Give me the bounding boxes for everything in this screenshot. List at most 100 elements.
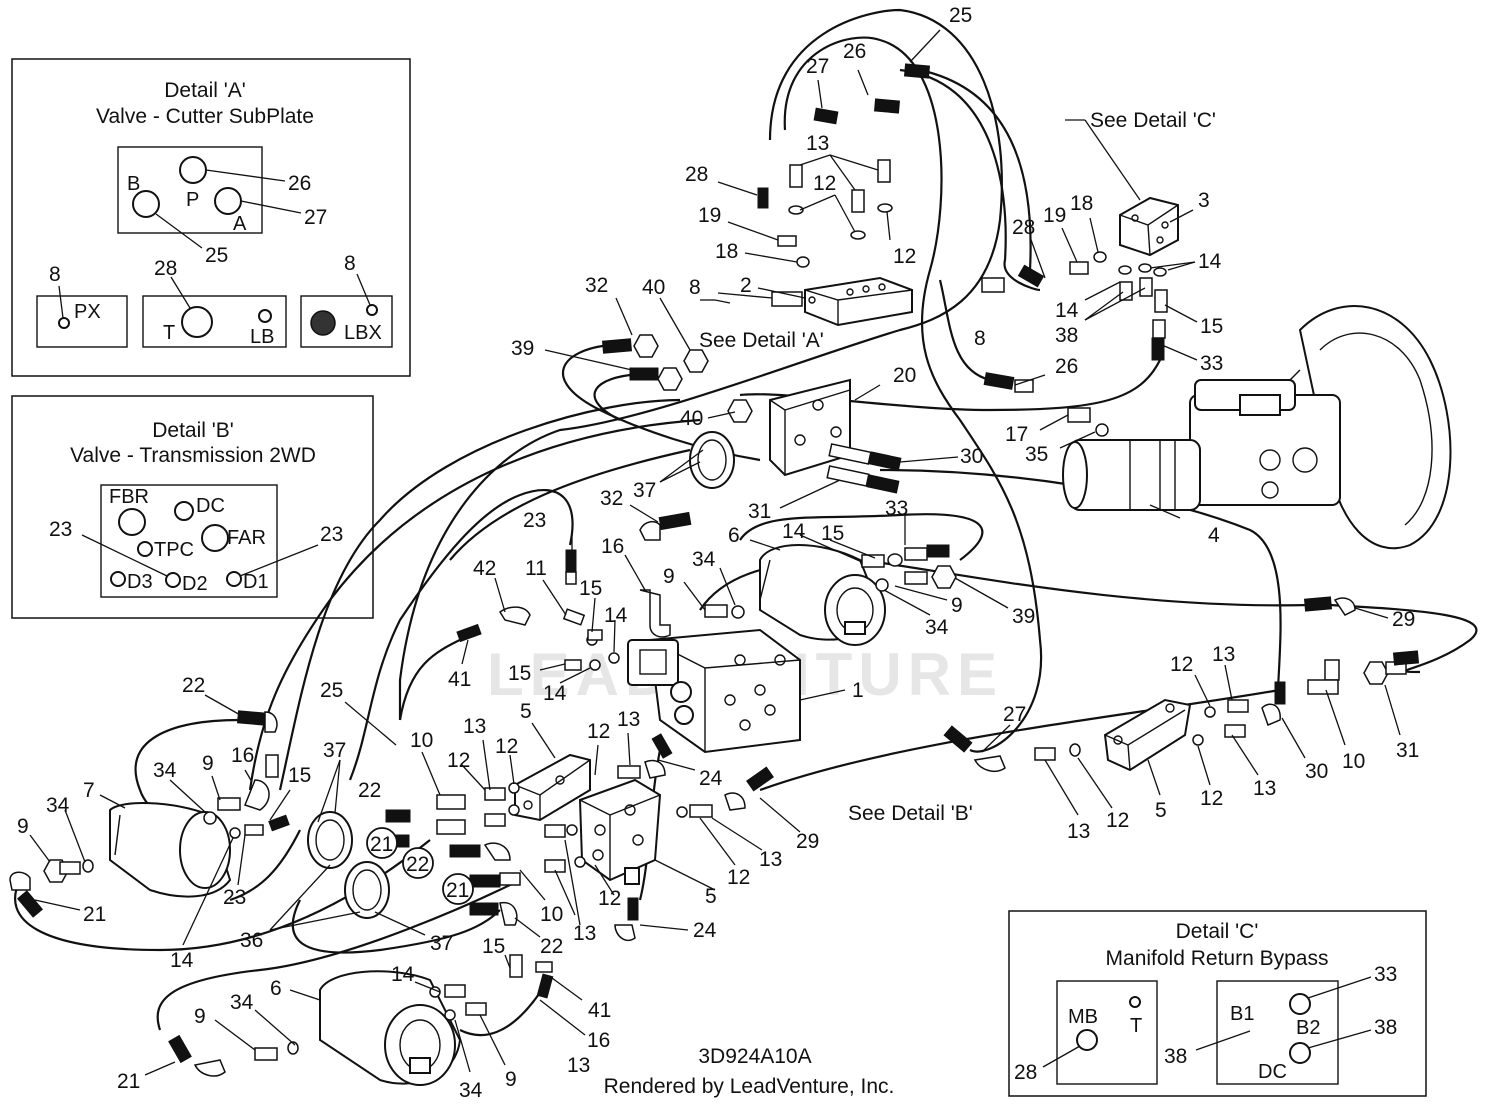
callout: 39 [1012,605,1035,628]
callout: 37 [430,932,453,955]
see-detail-a-note: See Detail 'A' [699,329,824,352]
callout: 12 [495,735,518,758]
callout: 6 [728,524,740,547]
callout: 12 [1106,809,1129,832]
port-t: T [163,322,175,344]
callout: 30 [960,445,983,468]
callout: 25 [320,679,343,702]
callout: 5 [705,885,717,908]
callout: 31 [748,500,771,523]
callout: 10 [1342,750,1365,773]
callout: 10 [410,729,433,752]
port-d2: D2 [182,573,208,595]
callout: 13 [759,848,782,871]
callout: 5 [1155,799,1167,822]
port-px: PX [74,301,101,323]
callout: 21 [370,833,393,856]
callout: 33 [1200,352,1223,375]
callout: 14 [1198,250,1222,273]
callout: 41 [588,999,611,1022]
callout: 27 [806,55,829,78]
drawing-id: 3D924A10A [698,1045,811,1068]
port-t: T [1130,1015,1142,1037]
callout: 38 [1164,1045,1187,1068]
callout: 15 [579,577,602,600]
port-fbr: FBR [109,486,149,508]
callout: 9 [202,752,214,775]
callout: 5 [520,700,532,723]
callout: 13 [1253,777,1276,800]
circled-markers [366,827,474,905]
callout: 16 [587,1029,610,1052]
callout: 12 [447,749,470,772]
callout: 27 [1003,703,1026,726]
callout: 12 [587,720,610,743]
port-tpc: TPC [154,539,194,561]
callout: 28 [685,163,708,186]
callout: 9 [17,815,29,838]
callout: 32 [585,274,608,297]
callout: 28 [154,257,177,280]
callout: 14 [391,963,415,986]
callout: 8 [344,252,356,275]
callout: 39 [511,337,534,360]
callout: 29 [796,830,819,853]
callout: 41 [448,668,471,691]
callout: 15 [288,764,311,787]
callout: 13 [567,1054,590,1077]
callout: 20 [893,364,916,387]
callout: 19 [698,204,721,227]
callout: 26 [843,40,866,63]
callout: 40 [680,407,703,430]
port-d1: D1 [243,571,269,593]
callout: 16 [601,535,624,558]
callout: 9 [951,594,963,617]
detail-c-title: Detail 'C' [1176,920,1259,943]
callout: 23 [523,509,546,532]
callout: 34 [153,759,177,782]
port-lb: LB [250,326,274,348]
callout: 14 [1055,299,1079,322]
callout: 37 [323,739,346,762]
callout: 34 [230,991,254,1014]
callout: 14 [782,520,806,543]
callout: 8 [974,327,986,350]
callout: 38 [1374,1016,1397,1039]
callout: 37 [633,479,656,502]
callout: 15 [821,522,844,545]
port-dc: DC [196,495,225,517]
port-b2: B2 [1296,1017,1320,1039]
callout: 34 [692,548,716,571]
gear-pump-upper [759,544,886,646]
callout: 26 [288,172,311,195]
callout: 10 [540,903,563,926]
callout: 27 [304,206,327,229]
callout: 14 [170,949,194,972]
callout: 17 [1005,423,1028,446]
flow-valve-center [578,778,662,885]
callout: 21 [117,1070,140,1093]
callout: 33 [1374,963,1397,986]
detail-c-subtitle: Manifold Return Bypass [1106,947,1329,970]
callout: 8 [49,263,61,286]
callout: 8 [689,276,701,299]
callout: 1 [852,679,864,702]
callout: 14 [543,682,567,705]
port-d3: D3 [127,571,153,593]
callout: 22 [182,674,205,697]
callout: 13 [1067,820,1090,843]
port-dc: DC [1258,1061,1287,1083]
see-detail-c-note: See Detail 'C' [1090,109,1216,132]
detail-a-title: Detail 'A' [164,79,246,102]
callout: 12 [598,887,621,910]
components [109,196,1452,1086]
callout: 32 [600,487,623,510]
callout: 28 [1012,216,1035,239]
callout: 33 [885,497,908,520]
hydraulic-pump-assembly [1062,305,1452,550]
detail-b-box: Detail 'B' Valve - Transmission 2WD FBR … [11,395,374,619]
callout: 21 [446,879,469,902]
callout: 25 [205,244,228,267]
callout: 13 [463,715,486,738]
port-p: P [186,189,199,211]
